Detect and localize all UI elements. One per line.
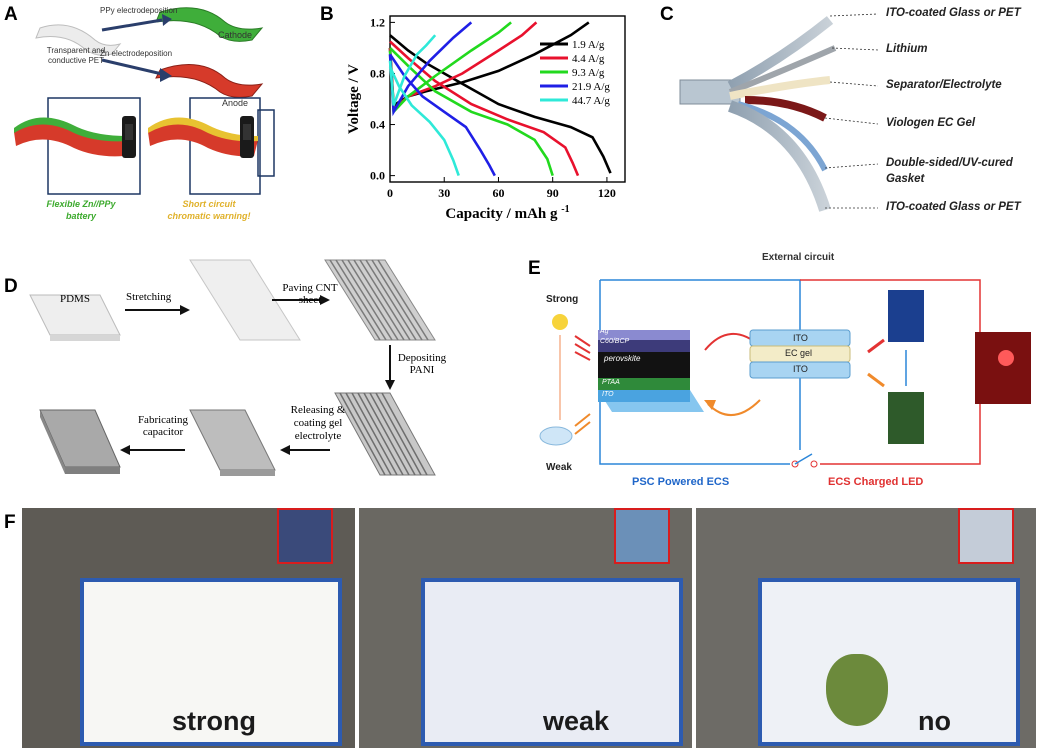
panel-b-letter: B <box>320 4 334 25</box>
legend-label-3: 21.9 A/g <box>572 81 610 93</box>
x-tick-label: 60 <box>492 186 504 200</box>
battery-right <box>148 121 258 157</box>
series-discharge-4 <box>388 66 460 177</box>
zn-step-label: Zn electrodeposition <box>100 49 173 58</box>
pet-label: Transparent and conductive PET <box>46 46 106 65</box>
legend-label-4: 44.7 A/g <box>572 95 610 107</box>
anode-sheet <box>155 64 264 98</box>
cathode-label: Cathode <box>218 30 253 40</box>
paving-label: Paving CNT sheet <box>282 282 338 306</box>
psc-layer-ito: ITO <box>602 391 614 398</box>
series-discharge-1 <box>389 40 580 177</box>
photo-strong: strong <box>22 508 355 748</box>
battery-caption: Flexible Zn//PPy battery <box>46 199 116 221</box>
c-layer-4: Viologen EC Gel <box>886 117 976 129</box>
psc-layer-c60: C60/BCP <box>600 338 630 345</box>
chart-frame <box>389 15 626 183</box>
panel-f-letter: F <box>4 512 16 533</box>
x-tick-label: 30 <box>438 186 450 200</box>
psc-powered-label: PSC Powered ECS <box>632 476 730 488</box>
y-tick-label: 0.4 <box>370 118 385 132</box>
x-axis-label: Capacity / mAh g -1 <box>445 204 569 222</box>
photo-weak: weak <box>359 508 692 748</box>
series-discharge-2 <box>389 46 554 177</box>
panel-d-letter: D <box>4 276 18 297</box>
y-tick-label: 1.2 <box>370 15 385 29</box>
cathode-sheet <box>155 7 264 42</box>
c-layer-3: Separator/Electrolyte <box>886 79 1002 91</box>
y-tick-label: 0.8 <box>370 66 385 80</box>
ppy-step-label: PPy electrodeposition <box>100 6 178 15</box>
c-layer-1: ITO-coated Glass or PET <box>886 7 1021 19</box>
anode-label: Anode <box>222 98 249 108</box>
c-layer-5: Double-sided/UV-cured Gasket <box>886 157 1013 185</box>
series-charge-1 <box>388 21 538 112</box>
psc-layer-ptaa: PTAA <box>602 379 620 386</box>
panel-a-figure <box>14 7 275 195</box>
depositing-label: Depositing PANI <box>397 352 447 376</box>
series-charge-4 <box>388 34 437 106</box>
legend-label-2: 9.3 A/g <box>572 67 605 79</box>
panel-e-figure <box>539 279 1031 468</box>
leaf <box>826 654 888 726</box>
ecs-layer-gel: EC gel <box>785 348 813 358</box>
c-layer-2: Lithium <box>886 43 928 55</box>
panel-a-letter: A <box>4 4 18 25</box>
ecs-charged-label: ECS Charged LED <box>828 476 924 488</box>
inset-no <box>958 508 1014 564</box>
strong-label: Strong <box>546 294 579 305</box>
releasing-label: Releasing & coating gel electrolyte <box>290 404 346 442</box>
c-layer-6: ITO-coated Glass or PET <box>886 201 1021 213</box>
inset-weak <box>614 508 670 564</box>
ecs-layer-ito-top: ITO <box>793 333 808 343</box>
series-discharge-3 <box>388 53 496 177</box>
legend-label-0: 1.9 A/g <box>572 39 605 51</box>
x-tick-label: 90 <box>547 186 559 200</box>
series-discharge-0 <box>389 34 612 174</box>
word-no: no <box>918 706 951 736</box>
warning-caption: Short circuit chromatic warning! <box>167 199 251 221</box>
y-tick-label: 0.0 <box>370 169 385 183</box>
ecs-layer-ito-bottom: ITO <box>793 364 808 374</box>
x-tick-label: 120 <box>598 186 616 200</box>
photo-no: no <box>696 508 1036 748</box>
panel-d-figure <box>29 259 436 476</box>
psc-layer-perovskite: perovskite <box>604 354 641 363</box>
inset-strong <box>277 508 333 564</box>
external-circuit-label: External circuit <box>762 252 835 263</box>
fabricating-label: Fabricating capacitor <box>137 414 189 438</box>
pdms-label: PDMS <box>60 293 90 305</box>
panel-e-letter: E <box>528 258 541 279</box>
x-tick-label: 0 <box>387 186 393 200</box>
weak-label: Weak <box>546 462 572 473</box>
stretching-label: Stretching <box>126 291 172 303</box>
word-weak: weak <box>543 706 610 736</box>
psc-layer-ag: Ag <box>600 328 609 335</box>
y-axis-label: Voltage / V <box>346 64 362 134</box>
battery-left <box>14 121 128 157</box>
word-strong: strong <box>172 706 256 736</box>
panel-c-figure <box>679 13 879 212</box>
legend-label-1: 4.4 A/g <box>572 53 605 65</box>
panel-c-letter: C <box>660 4 674 25</box>
pet-substrate <box>35 24 122 56</box>
